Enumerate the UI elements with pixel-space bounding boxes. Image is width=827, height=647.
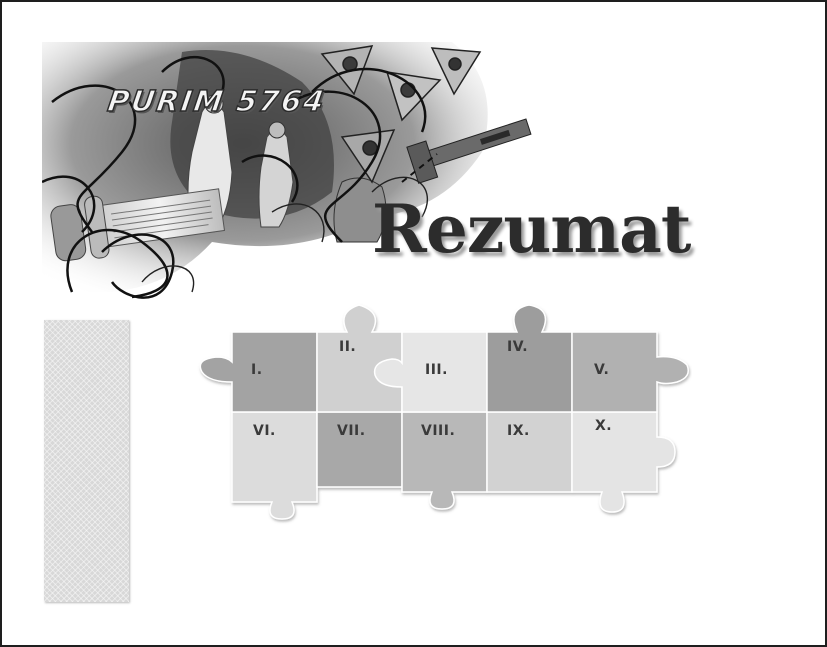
- puzzle-label-7: VII.: [337, 423, 366, 439]
- puzzle-label-9: IX.: [507, 423, 530, 439]
- puzzle-label-6: VI.: [253, 423, 276, 439]
- puzzle-label-1: I.: [251, 362, 263, 378]
- banner-title: PURIM 5764: [105, 83, 329, 119]
- puzzle-label-3: III.: [425, 362, 448, 378]
- puzzle-piece-v: [571, 331, 689, 413]
- puzzle-label-2: II.: [339, 339, 357, 355]
- slide-title: Rezumat: [372, 190, 691, 268]
- puzzle-label-10: X.: [595, 418, 613, 434]
- puzzle-piece-viii: [401, 411, 488, 510]
- puzzle-piece-x: [571, 411, 676, 513]
- puzzle-piece-iii: [373, 331, 488, 413]
- puzzle-diagram: I. II. III. IV. V. VI. VII. VIII. IX. X.: [187, 287, 692, 527]
- puzzle-piece-i: [199, 331, 318, 413]
- puzzle-label-5: V.: [594, 362, 610, 378]
- puzzle-label-4: IV.: [507, 339, 529, 355]
- puzzle-label-8: VIII.: [421, 423, 456, 439]
- puzzle-pieces: [199, 304, 689, 520]
- puzzle-piece-ii: [316, 304, 403, 413]
- puzzle-piece-iv: [486, 304, 573, 413]
- collage-image: [41, 42, 532, 299]
- banner-collage: PURIM 5764: [41, 42, 532, 302]
- puzzle-piece-vi: [231, 411, 318, 520]
- side-bar: [44, 320, 129, 602]
